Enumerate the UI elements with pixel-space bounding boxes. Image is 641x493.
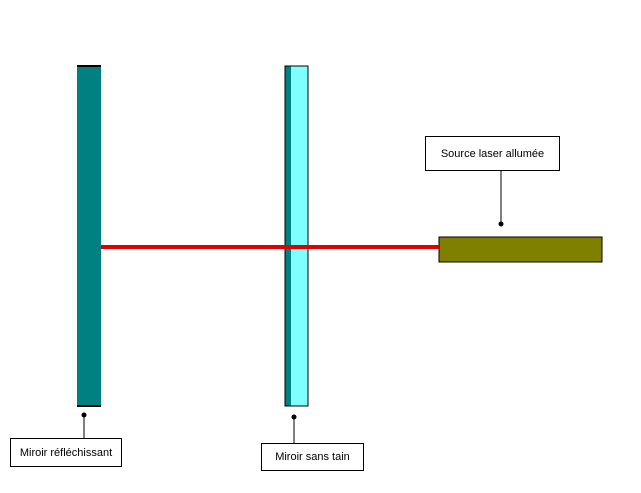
semi-mirror-glass [291,66,308,406]
laser-source-label: Source laser allumée [425,136,560,171]
callout-dot-reflective [81,412,87,418]
laser-source [438,236,603,263]
semi-mirror-outline [284,65,309,407]
callout-dot-laser [498,221,504,227]
reflective-mirror-label: Miroir réfléchissant [10,438,122,467]
semi-mirror-label: Miroir sans tain [261,443,364,471]
semi-mirror-backing [285,66,291,406]
callout-dot-semi [291,414,297,420]
reflective-mirror [77,66,101,406]
